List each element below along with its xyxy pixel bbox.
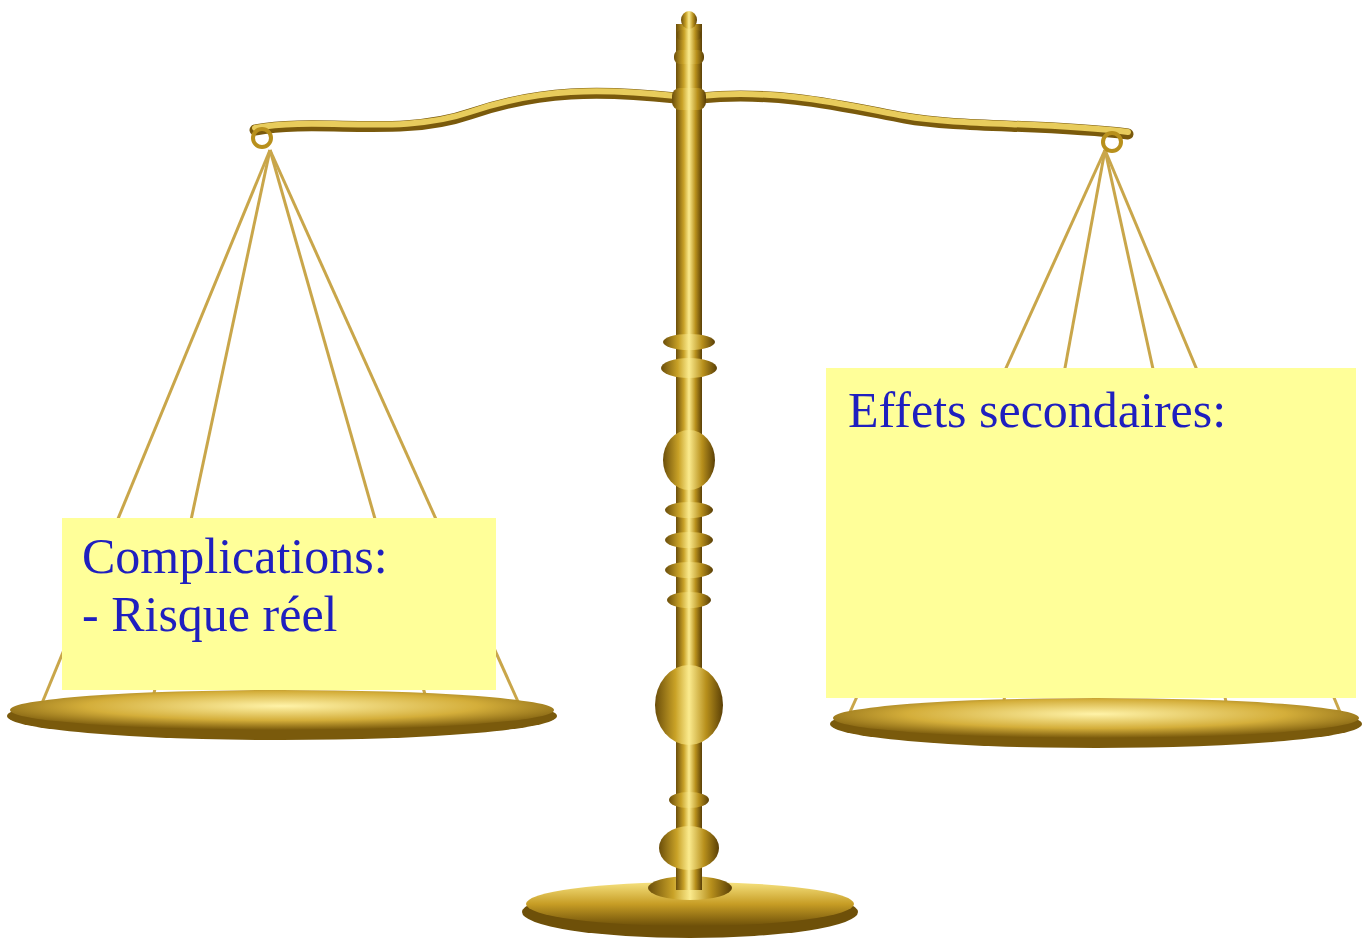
pole-ring: [665, 562, 713, 578]
pole: [655, 11, 723, 890]
pole-ring: [661, 358, 717, 378]
pole-ring: [663, 334, 715, 350]
pole-ring: [669, 792, 709, 808]
pole-bulb: [663, 430, 715, 490]
box-text: - Risque réel: [82, 586, 476, 644]
beam-hook: [253, 129, 271, 147]
beam-hub: [672, 88, 706, 110]
pole-ring: [665, 502, 713, 518]
pole-ring: [667, 592, 711, 608]
pole-ring: [674, 50, 704, 64]
pole-bulb: [659, 826, 719, 870]
box-heading: Complications:: [82, 528, 476, 586]
pan-right: [833, 698, 1359, 738]
pole-bulb: [655, 665, 723, 745]
pan-left: [10, 690, 554, 730]
box-heading: Effets secondaires:: [848, 382, 1334, 440]
finial-ring: [677, 30, 701, 40]
pole-ring: [665, 532, 713, 548]
finial: [681, 11, 697, 29]
text-box: Complications:- Risque réel: [62, 518, 496, 690]
beam-hook: [1103, 133, 1121, 151]
text-box: Effets secondaires:: [826, 368, 1356, 698]
